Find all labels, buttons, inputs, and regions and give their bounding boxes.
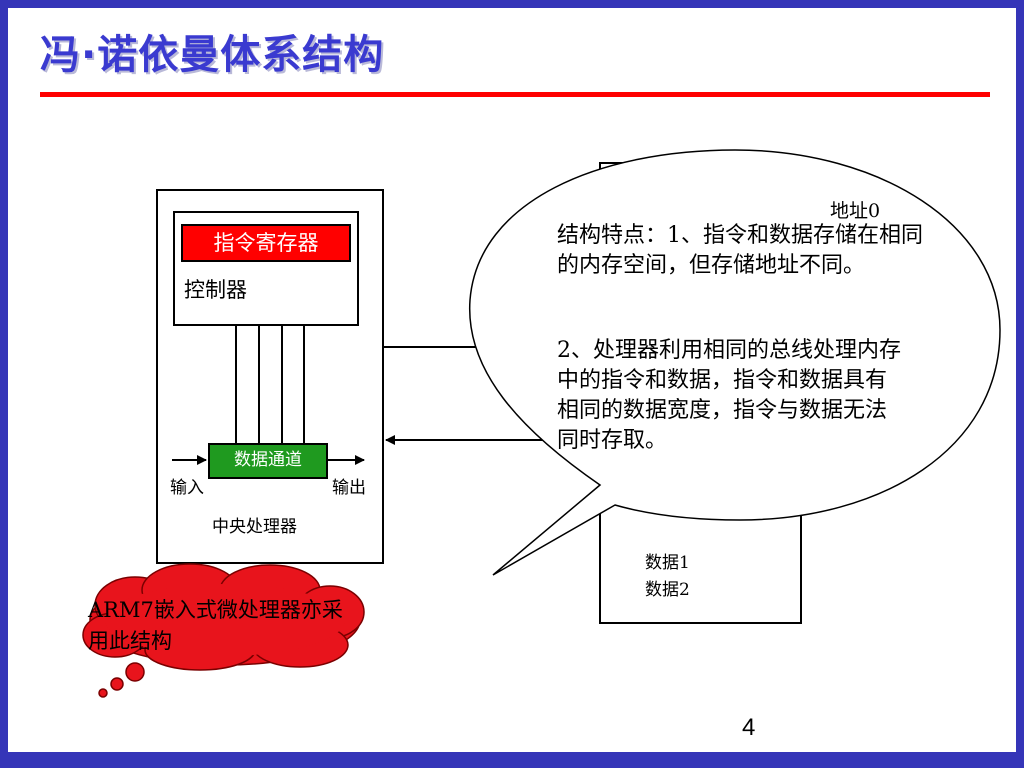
slide-title: 冯·诺依曼体系结构	[40, 32, 385, 78]
control-bus-line	[281, 326, 283, 445]
cpu-label: 中央处理器	[212, 517, 297, 537]
datapath-box: 数据通道	[208, 443, 328, 479]
control-bus-line	[303, 326, 305, 445]
callout-paragraph-2: 2、处理器利用相同的总线处理内存中的指令和数据，指令和数据具有相同的数据宽度，指…	[557, 338, 901, 453]
cloud-shape	[82, 563, 365, 698]
control-bus-line	[258, 326, 260, 445]
speech-bubble	[469, 149, 1001, 576]
memory-address0-label: 地址0	[830, 200, 881, 222]
input-label: 输入	[170, 478, 204, 498]
output-label: 输出	[332, 478, 366, 498]
control-bus-line	[235, 326, 237, 445]
cloud-note: ARM7嵌入式微处理器亦采用此结构	[88, 598, 343, 653]
frame-top-bar	[0, 0, 1024, 8]
controller-label: 控制器	[184, 278, 247, 302]
frame-right-bar	[1016, 0, 1024, 768]
title-underline	[40, 92, 990, 97]
page-number: 4	[742, 714, 756, 741]
instruction-register-box: 指令寄存器	[181, 224, 351, 262]
frame-bottom-bar	[0, 752, 1024, 768]
callout-paragraph-1: 结构特点：1、指令和数据存储在相同的内存空间，但存储地址不同。	[557, 223, 923, 278]
memory-data1-label: 数据1	[645, 553, 690, 573]
memory-data2-label: 数据2	[645, 580, 690, 600]
frame-left-bar	[0, 0, 8, 768]
